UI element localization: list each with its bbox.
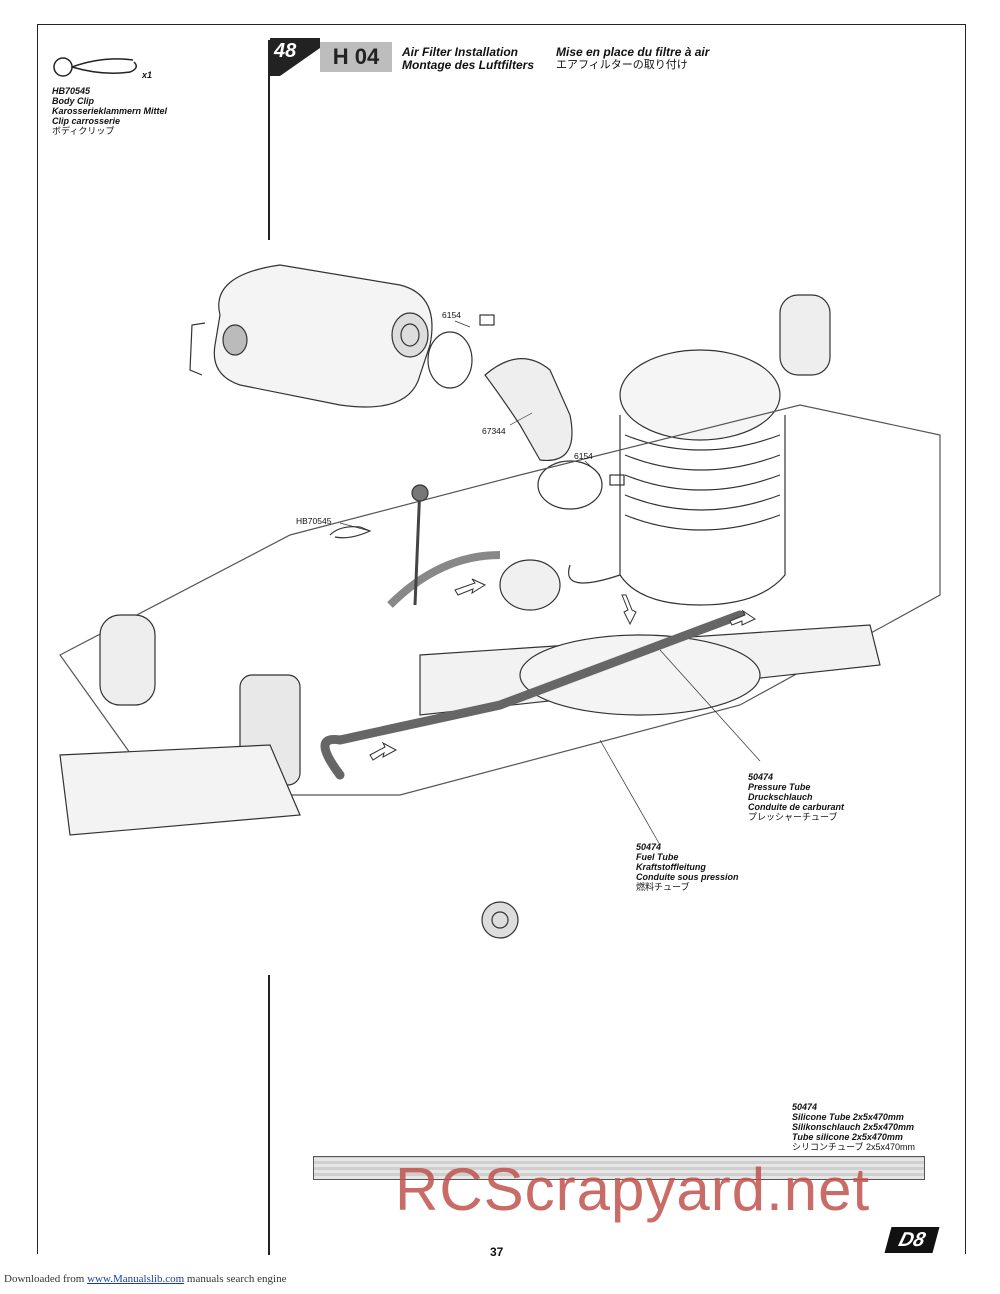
callout-body-clip: HB70545 bbox=[296, 516, 332, 526]
title-left: Air Filter Installation Montage des Luft… bbox=[402, 46, 534, 72]
part-name-jp: ボディクリップ bbox=[52, 126, 115, 136]
part-name-en: Body Clip bbox=[52, 96, 94, 106]
footer-prefix: Downloaded from bbox=[4, 1273, 85, 1285]
pressure-tube-label: 50474 Pressure Tube Druckschlauch Condui… bbox=[748, 772, 844, 822]
parts-quantity: x1 bbox=[142, 70, 153, 80]
air-filter-drawing bbox=[189, 264, 433, 408]
silicone-tube-jp: シリコンチューブ 2x5x470mm bbox=[792, 1142, 915, 1152]
fuel-tube-de: Kraftstoffleitung bbox=[636, 862, 706, 872]
frame-left bbox=[37, 24, 38, 1254]
part-number: HB70545 bbox=[52, 86, 91, 96]
title-fr: Mise en place du filtre à air bbox=[556, 45, 710, 59]
step-code: H 04 bbox=[320, 42, 392, 72]
title-en: Air Filter Installation bbox=[402, 45, 519, 59]
silicone-tube-fr: Tube silicone 2x5x470mm bbox=[792, 1132, 903, 1142]
fuel-tube-fr: Conduite sous pression bbox=[636, 872, 739, 882]
part-name-fr: Clip carrosserie bbox=[52, 116, 121, 126]
manualslib-link[interactable]: www.Manualslib.com bbox=[87, 1273, 185, 1285]
watermark: RCScrapyard.net bbox=[395, 1156, 871, 1223]
pressure-tube-jp: プレッシャーチューブ bbox=[748, 812, 838, 822]
fuel-tube-jp: 燃料チューブ bbox=[636, 882, 690, 892]
footer-suffix: manuals search engine bbox=[186, 1273, 287, 1285]
silicone-tube-graphic bbox=[313, 1156, 925, 1180]
silicone-tube-number: 50474 bbox=[792, 1102, 818, 1112]
pressure-tube-number: 50474 bbox=[748, 772, 774, 782]
part-name-de: Karosserieklammern Mittel bbox=[52, 106, 168, 116]
fuel-tube-en: Fuel Tube bbox=[636, 852, 679, 862]
d8-logo: D8 bbox=[884, 1227, 940, 1253]
title-jp: エアフィルターの取り付け bbox=[556, 59, 688, 71]
title-de: Montage des Luftfilters bbox=[402, 58, 535, 72]
frame-top bbox=[37, 24, 965, 25]
frame-right bbox=[965, 24, 966, 1254]
callout-band-1: 6154 bbox=[442, 310, 461, 320]
page-number: 37 bbox=[490, 1245, 504, 1259]
pressure-tube-de: Druckschlauch bbox=[748, 792, 813, 802]
pressure-tube-en: Pressure Tube bbox=[748, 782, 811, 792]
pressure-tube-fr: Conduite de carburant bbox=[748, 802, 845, 812]
silicone-tube-label: 50474 Silicone Tube 2x5x470mm Silikonsch… bbox=[792, 1102, 915, 1152]
silicone-tube-de: Silikonschlauch 2x5x470mm bbox=[792, 1122, 915, 1132]
silicone-tube-en: Silicone Tube 2x5x470mm bbox=[792, 1112, 904, 1122]
parts-label: HB70545 Body Clip Karosserieklammern Mit… bbox=[52, 86, 167, 136]
parts-divider bbox=[268, 40, 270, 240]
fuel-tube-number: 50474 bbox=[636, 842, 662, 852]
assembly-illustration bbox=[59, 264, 941, 939]
engine-drawing bbox=[568, 349, 786, 606]
body-clip-icon bbox=[53, 57, 137, 77]
callout-boot: 67344 bbox=[482, 426, 506, 436]
step-badge bbox=[270, 38, 320, 76]
lower-divider bbox=[268, 975, 270, 1255]
fuel-tube-label: 50474 Fuel Tube Kraftstoffleitung Condui… bbox=[636, 842, 739, 892]
footer: Downloaded from www.Manualslib.com manua… bbox=[4, 1273, 286, 1285]
title-right: Mise en place du filtre à air エアフィルターの取り… bbox=[556, 46, 709, 72]
step-number: 48 bbox=[274, 40, 297, 62]
callout-band-2: 6154 bbox=[574, 451, 593, 461]
